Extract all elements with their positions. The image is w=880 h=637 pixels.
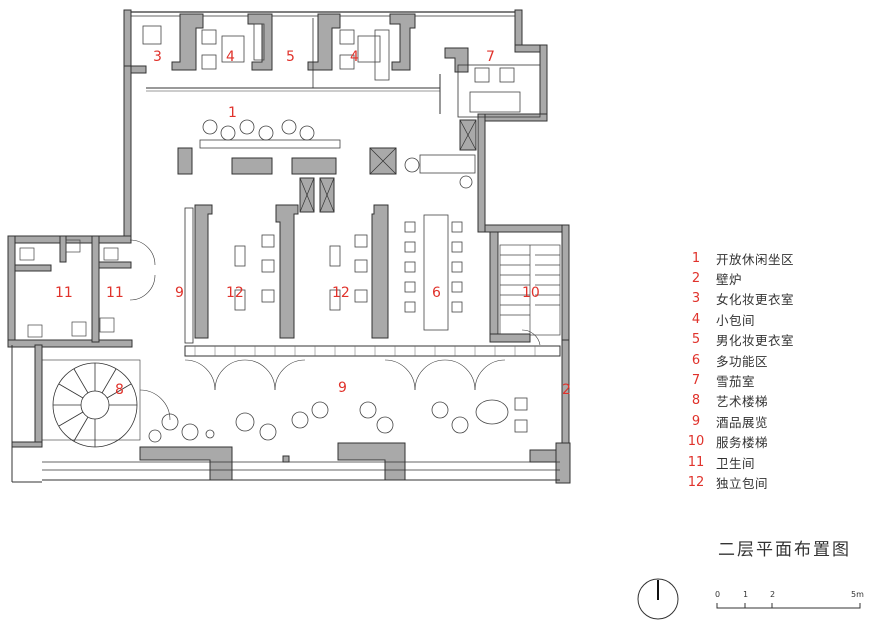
legend-number: 1 bbox=[691, 250, 701, 266]
scale-tick: 1 bbox=[743, 590, 748, 599]
legend-item: 7 雪茄室 bbox=[676, 370, 866, 390]
legend-item: 8 艺术楼梯 bbox=[676, 391, 866, 411]
room-label: 2 bbox=[562, 382, 571, 398]
room-label: 10 bbox=[522, 285, 540, 301]
room-label: 9 bbox=[175, 285, 184, 301]
legend-item: 1 开放休闲坐区 bbox=[676, 248, 866, 268]
legend-label: 雪茄室 bbox=[716, 374, 756, 390]
scale-bar: 0 1 2 5m bbox=[715, 590, 864, 609]
legend-number: 6 bbox=[691, 352, 701, 368]
legend-item: 11 卫生间 bbox=[676, 452, 866, 472]
central-partitions bbox=[177, 119, 477, 339]
north-arrow-icon bbox=[637, 578, 679, 620]
scale-tick: 5m bbox=[851, 590, 864, 599]
room-label: 7 bbox=[486, 49, 495, 65]
bathroom-walls bbox=[14, 235, 132, 343]
room-label: 3 bbox=[153, 49, 162, 65]
legend-item: 4 小包间 bbox=[676, 309, 866, 329]
legend-item: 10 服务楼梯 bbox=[676, 432, 866, 452]
top-partitions bbox=[171, 13, 469, 73]
legend-number: 9 bbox=[691, 413, 701, 429]
room-legend: 1 开放休闲坐区 2 壁炉 3 女化妆更衣室 4 小包间 5 男化妆更衣室 6 多功能区 7… bbox=[676, 248, 866, 493]
legend-number: 7 bbox=[691, 373, 701, 389]
legend-label: 卫生间 bbox=[716, 455, 756, 471]
legend-label: 服务楼梯 bbox=[716, 435, 769, 451]
room-numbers: 3 4 5 4 7 1 12 12 6 10 11 11 9 8 9 2 bbox=[55, 49, 571, 398]
room-label: 12 bbox=[332, 285, 350, 301]
legend-label: 小包间 bbox=[716, 312, 756, 328]
legend-label: 开放休闲坐区 bbox=[716, 251, 795, 267]
plan-title: 二层平面布置图 bbox=[718, 540, 851, 560]
room-label: 5 bbox=[286, 49, 295, 65]
legend-number: 5 bbox=[691, 332, 701, 348]
legend-item: 2 壁炉 bbox=[676, 268, 866, 288]
scale-tick: 2 bbox=[770, 590, 775, 599]
legend-label: 独立包间 bbox=[716, 475, 769, 491]
room-label: 8 bbox=[115, 382, 124, 398]
legend-number: 10 bbox=[687, 434, 705, 450]
room-label: 11 bbox=[55, 285, 73, 301]
legend-label: 艺术楼梯 bbox=[716, 394, 769, 410]
legend-number: 12 bbox=[687, 474, 705, 490]
legend-label: 多功能区 bbox=[716, 353, 769, 369]
legend-label: 男化妆更衣室 bbox=[716, 333, 795, 349]
legend-number: 8 bbox=[691, 393, 701, 409]
scale-tick: 0 bbox=[715, 590, 720, 599]
legend-item: 5 男化妆更衣室 bbox=[676, 330, 866, 350]
legend-item: 12 独立包间 bbox=[676, 472, 866, 492]
room-label: 11 bbox=[106, 285, 124, 301]
legend-number: 4 bbox=[691, 311, 701, 327]
room-label: 6 bbox=[432, 285, 441, 301]
legend-item: 6 多功能区 bbox=[676, 350, 866, 370]
room-label: 9 bbox=[338, 380, 347, 396]
spiral-stair bbox=[52, 362, 138, 448]
room-label: 1 bbox=[228, 105, 237, 121]
bottom-walls bbox=[139, 442, 557, 481]
room-label: 12 bbox=[226, 285, 244, 301]
legend-number: 3 bbox=[691, 291, 701, 307]
legend-label: 女化妆更衣室 bbox=[716, 292, 795, 308]
legend-number: 2 bbox=[691, 271, 701, 287]
legend-label: 酒品展览 bbox=[716, 414, 769, 430]
room-label: 4 bbox=[226, 49, 235, 65]
legend-number: 11 bbox=[687, 454, 705, 470]
exterior-walls bbox=[7, 9, 571, 484]
legend-item: 9 酒品展览 bbox=[676, 411, 866, 431]
legend-label: 壁炉 bbox=[716, 272, 743, 288]
room-label: 4 bbox=[350, 49, 359, 65]
legend-item: 3 女化妆更衣室 bbox=[676, 289, 866, 309]
